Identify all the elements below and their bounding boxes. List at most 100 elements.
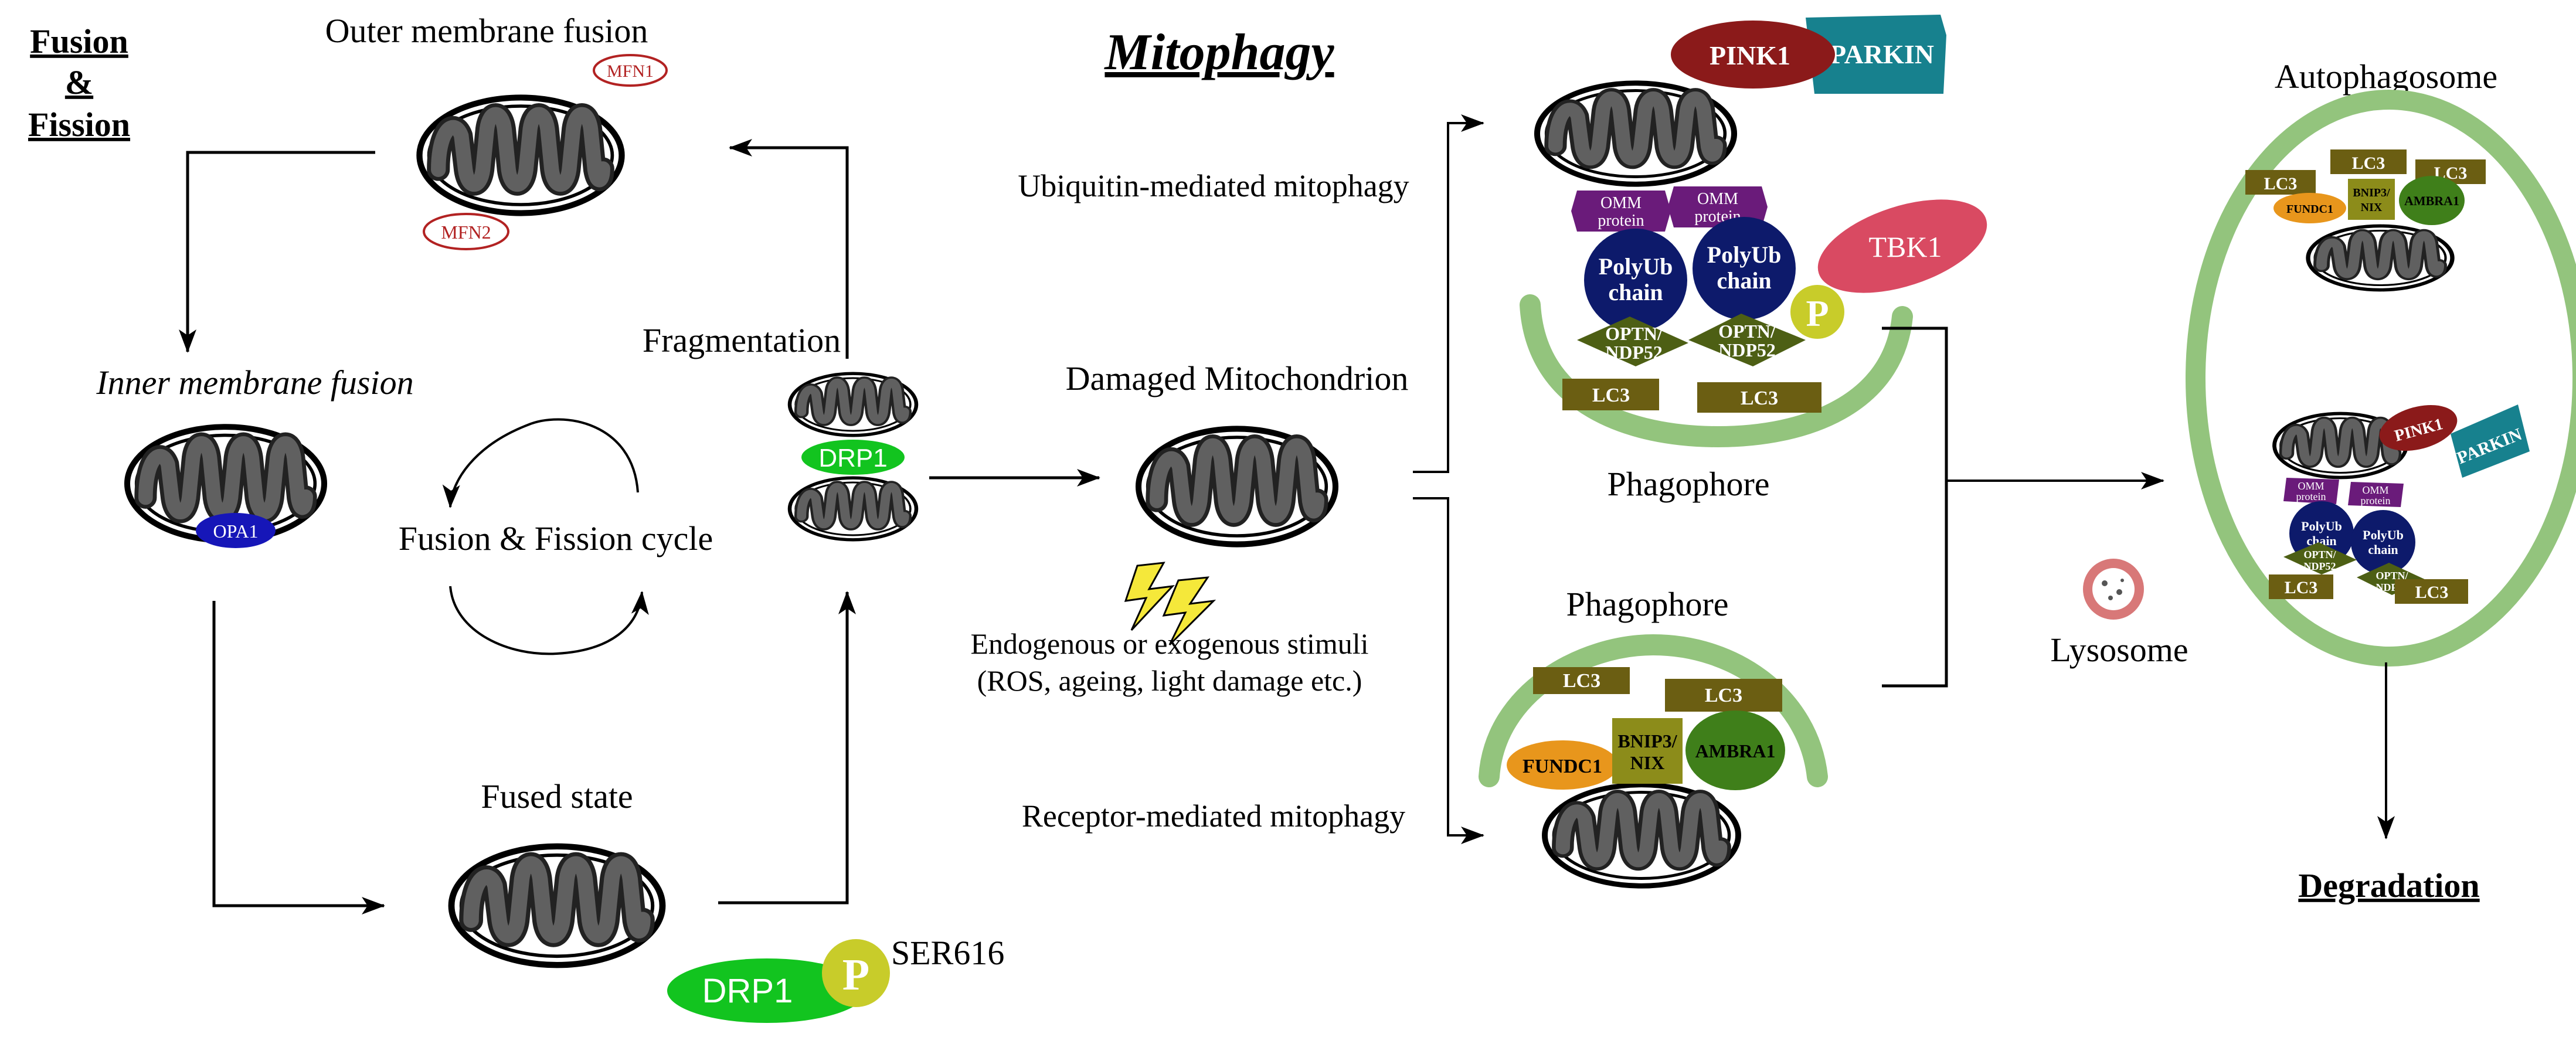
svg-text:OPA1: OPA1 xyxy=(213,521,258,542)
arrow-to-fused-state xyxy=(212,601,385,914)
svg-text:NDP52: NDP52 xyxy=(1718,339,1776,361)
mfn1-tag: MFN1 xyxy=(593,54,668,87)
pink1-parkin-complex: PARKIN PINK1 xyxy=(1671,15,1946,94)
auto-optn-1: OPTN/ NDP52 xyxy=(2283,542,2357,574)
svg-text:MFN1: MFN1 xyxy=(607,62,654,81)
drp1-tag: DRP1 xyxy=(801,440,905,475)
lc3-top-2: LC3 xyxy=(1697,382,1821,413)
svg-text:FUNDC1: FUNDC1 xyxy=(2286,203,2333,216)
svg-text:TBK1: TBK1 xyxy=(1869,230,1942,263)
svg-text:FUNDC1: FUNDC1 xyxy=(1523,756,1602,777)
polyub-chain-2: PolyUb chain xyxy=(1693,217,1796,320)
mfn2-tag: MFN2 xyxy=(423,213,509,250)
degradation-heading: Degradation xyxy=(2298,866,2479,905)
auto-lc3-2: LC3 xyxy=(2330,149,2407,174)
svg-text:SER616: SER616 xyxy=(891,934,1004,972)
svg-text:P: P xyxy=(1806,293,1829,334)
svg-text:LC3: LC3 xyxy=(2415,583,2449,602)
svg-text:chain: chain xyxy=(1608,279,1663,305)
mitochondrion-fragment-2 xyxy=(790,478,916,540)
heading-fission: Fission xyxy=(28,106,130,144)
arrow-to-inner-fusion xyxy=(179,151,375,353)
svg-text:PINK1: PINK1 xyxy=(1710,40,1790,70)
svg-text:MFN2: MFN2 xyxy=(441,222,491,243)
auto-fundc1: FUNDC1 xyxy=(2273,193,2346,223)
svg-text:BNIP3/: BNIP3/ xyxy=(2353,186,2390,199)
auto-bnip3-nix: BNIP3/ NIX xyxy=(2348,179,2395,220)
tbk1-tag: TBK1 xyxy=(1817,199,1987,293)
svg-text:PolyUb: PolyUb xyxy=(1599,253,1673,280)
svg-text:DRP1: DRP1 xyxy=(818,444,887,472)
mitochondrion-fragment-1 xyxy=(790,373,916,436)
arrow-to-receptor xyxy=(1413,497,1484,844)
svg-text:DRP1: DRP1 xyxy=(702,972,793,1010)
cycle-arrow-bottom xyxy=(449,586,649,655)
svg-text:protein: protein xyxy=(1598,212,1644,230)
auto-lc3-4: LC3 xyxy=(2269,574,2333,599)
auto-pink1-parkin: PARKIN PINK1 xyxy=(2379,404,2530,478)
svg-text:protein: protein xyxy=(2361,495,2391,506)
ubiquitin-mitophagy-label: Ubiquitin-mediated mitophagy xyxy=(1018,168,1409,203)
omm-protein-1: OMM protein xyxy=(1571,191,1671,232)
stimuli-label-line2: (ROS, ageing, light damage etc.) xyxy=(977,664,1362,697)
svg-text:LC3: LC3 xyxy=(1592,385,1630,406)
auto-lc3-5: LC3 xyxy=(2395,579,2468,604)
mitochondrion-receptor xyxy=(1545,785,1738,886)
auto-omm-2: OMM protein xyxy=(2348,482,2404,507)
auto-ambra1: AMBRA1 xyxy=(2399,176,2465,225)
inner-membrane-fusion-label: Inner membrane fusion xyxy=(96,363,413,402)
lc3-top-1: LC3 xyxy=(1562,379,1659,410)
svg-text:PolyUb: PolyUb xyxy=(1707,242,1782,268)
phagophore-bottom-label: Phagophore xyxy=(1566,585,1728,623)
phagophore-top-label: Phagophore xyxy=(1607,465,1769,503)
fused-state-label: Fused state xyxy=(481,777,633,815)
arrow-to-fragmentation xyxy=(718,591,856,905)
mitochondrion-outer-fusion xyxy=(420,97,622,213)
svg-text:OMM: OMM xyxy=(2298,480,2324,492)
svg-text:BNIP3/: BNIP3/ xyxy=(1617,730,1677,752)
lc3-bottom-2: LC3 xyxy=(1665,679,1782,712)
svg-text:OPTN/: OPTN/ xyxy=(1718,321,1776,342)
svg-text:AMBRA1: AMBRA1 xyxy=(1695,740,1776,761)
svg-text:OPTN/: OPTN/ xyxy=(2303,549,2336,560)
svg-text:NDP52: NDP52 xyxy=(1605,342,1663,363)
svg-text:LC3: LC3 xyxy=(1705,685,1742,706)
bnip3-nix-tag: BNIP3/ NIX xyxy=(1612,718,1683,784)
stimuli-label-line1: Endogenous or exogenous stimuli xyxy=(970,627,1368,660)
svg-text:LC3: LC3 xyxy=(2352,154,2385,173)
svg-text:NDP52: NDP52 xyxy=(2304,560,2336,572)
optn-ndp52-1: OPTN/ NDP52 xyxy=(1577,317,1688,366)
phagophore-membrane-top xyxy=(1520,294,1913,448)
arrow-to-ubiquitin xyxy=(1413,114,1484,473)
svg-text:OMM: OMM xyxy=(2362,484,2388,496)
auto-polyub-2: PolyUb chain xyxy=(2351,510,2415,574)
heading-ampersand: & xyxy=(65,63,93,101)
svg-text:AMBRA1: AMBRA1 xyxy=(2404,193,2459,208)
fragmentation-label: Fragmentation xyxy=(643,321,841,359)
phospho-p-top: P xyxy=(1790,285,1844,339)
mitochondrion-autophagosome-top xyxy=(2308,226,2452,290)
svg-text:LC3: LC3 xyxy=(2285,578,2318,597)
auto-lc3-1: LC3 xyxy=(2245,170,2316,195)
autophagosome-membrane xyxy=(2186,90,2576,667)
fusion-fission-cycle-label: Fusion & Fission cycle xyxy=(399,519,713,557)
svg-text:PARKIN: PARKIN xyxy=(1830,39,1934,69)
svg-text:NIX: NIX xyxy=(1630,752,1665,773)
autophagosome-label: Autophagosome xyxy=(2275,57,2497,96)
auto-omm-1: OMM protein xyxy=(2283,478,2339,504)
polyub-chain-1: PolyUb chain xyxy=(1584,229,1687,332)
svg-text:LC3: LC3 xyxy=(1563,670,1600,692)
fusion-fission-heading: Fusion & Fission xyxy=(28,22,130,144)
damaged-mitochondrion-label: Damaged Mitochondrion xyxy=(1066,359,1409,397)
svg-text:protein: protein xyxy=(2296,491,2326,502)
svg-text:LC3: LC3 xyxy=(1741,387,1778,409)
outer-membrane-fusion-label: Outer membrane fusion xyxy=(325,12,648,50)
ambra1-tag: AMBRA1 xyxy=(1685,710,1785,790)
svg-text:PolyUb: PolyUb xyxy=(2301,519,2342,533)
svg-text:OPTN/: OPTN/ xyxy=(2376,570,2408,582)
svg-text:OPTN/: OPTN/ xyxy=(1605,323,1663,344)
drp1-phospho-ser616: DRP1 P SER616 xyxy=(667,934,1004,1023)
mitochondrion-ubiquitin xyxy=(1537,83,1734,184)
mitochondrion-damaged xyxy=(1139,429,1335,544)
